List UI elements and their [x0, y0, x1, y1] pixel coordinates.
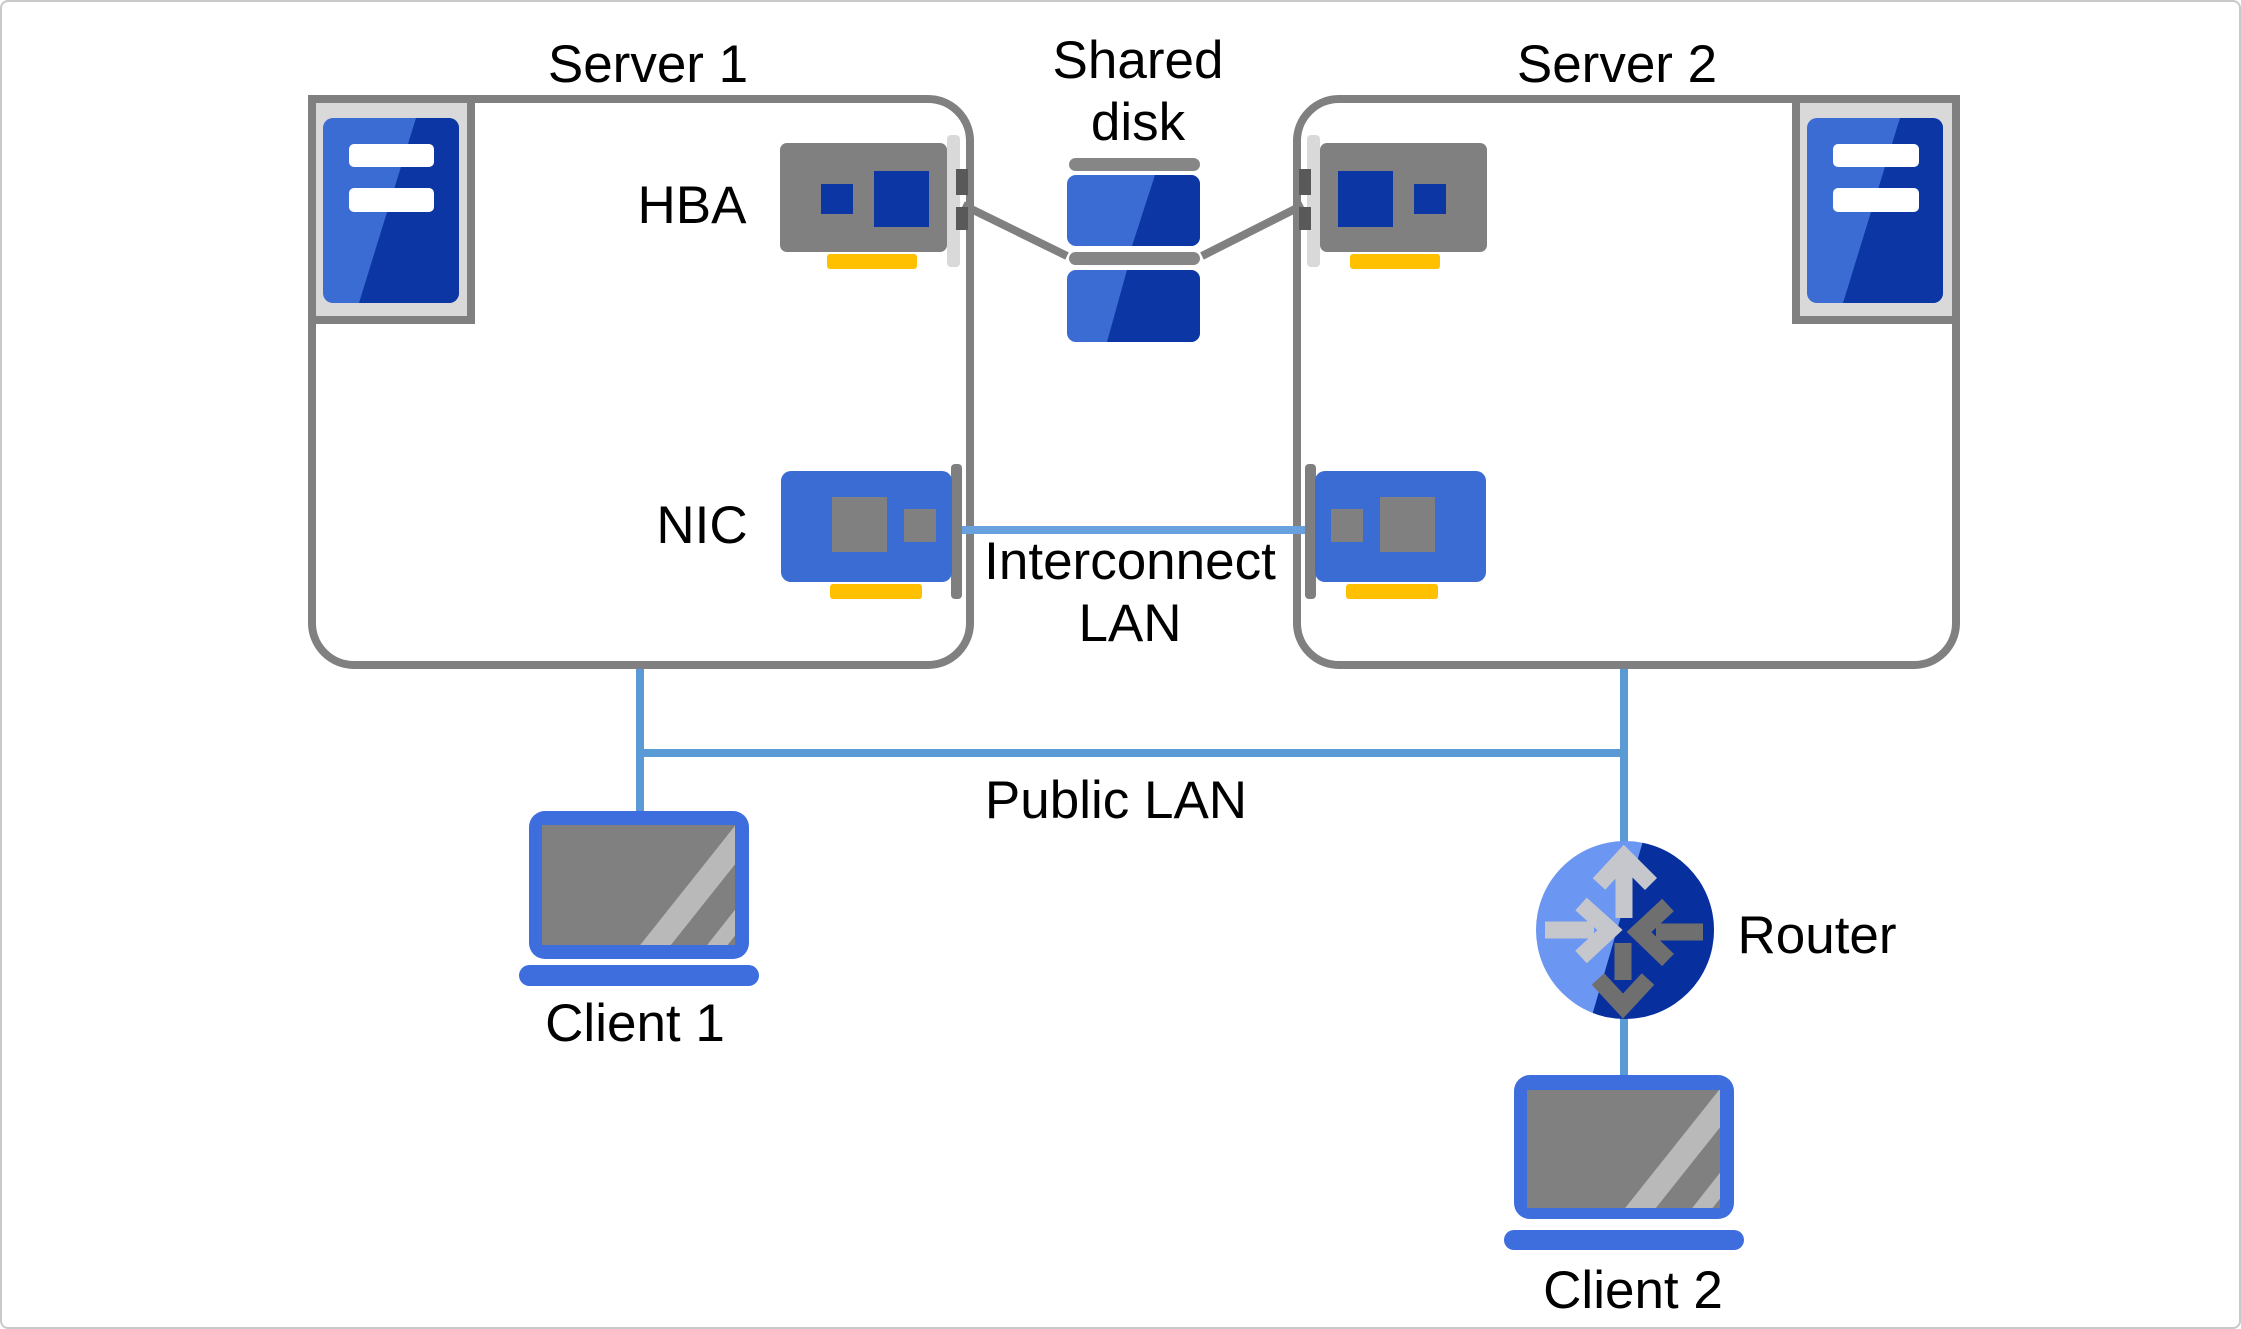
router-arrow-up [1592, 844, 1658, 918]
nic-label: NIC [656, 496, 748, 555]
client2-screen-glare [1625, 1090, 1720, 1208]
hba1-to-disk-link [961, 201, 1069, 260]
public-lan-lines [636, 666, 1628, 1078]
nic1-chip-small [904, 509, 936, 542]
hba1-bracket [947, 135, 960, 267]
nic1-edge-connector [830, 584, 922, 599]
shared-disk-icon [1067, 158, 1200, 342]
server2-tower-slot2 [1833, 188, 1919, 212]
hba2-pin-top [1299, 169, 1311, 195]
hba1-chip-small [821, 184, 853, 214]
server1-label: Server 1 [547, 35, 749, 94]
shared-disk-label: Shared disk [1053, 30, 1224, 154]
hba2-bracket [1307, 135, 1320, 267]
router-icon [1536, 841, 1714, 1019]
server2-label: Server 2 [1516, 35, 1718, 94]
disk1-shade [1132, 175, 1200, 246]
server1-nic-card-icon [781, 464, 962, 599]
hba1-edge-connector [827, 254, 917, 269]
hba2-to-disk-link [1200, 201, 1305, 260]
hba2-edge-connector [1350, 254, 1440, 269]
client1-screen-glare [640, 825, 735, 945]
interconnect-lan-label-line2: LAN [1078, 594, 1182, 653]
hba2-chip-small [1414, 184, 1446, 214]
server1-tower-slot2 [349, 188, 434, 212]
disk2-shade [1107, 270, 1200, 342]
client1-laptop-icon [519, 811, 759, 986]
client1-label: Client 1 [545, 994, 725, 1053]
shared-disk-label-line2: disk [1090, 93, 1186, 152]
router-arrow-down [1591, 943, 1655, 1019]
nic2-bracket [1305, 464, 1316, 599]
server2-hba-card-icon [1299, 135, 1487, 269]
server2-nic-card-icon [1305, 464, 1486, 599]
interconnect-lan-label-line1: Interconnect [984, 532, 1276, 591]
router-arrow-right-in [1545, 897, 1623, 964]
router-arrow-left-in [1626, 898, 1703, 967]
nic1-bracket [951, 464, 962, 599]
public-lan-label: Public LAN [984, 771, 1248, 830]
client1-base [519, 965, 759, 986]
nic2-edge-connector [1346, 584, 1438, 599]
server1-tower-icon [308, 95, 475, 324]
hba2-pin-bottom [1299, 207, 1311, 230]
server2-tower-icon [1792, 95, 1960, 324]
server1-tower-slot1 [349, 144, 434, 167]
client2-laptop-icon [1504, 1075, 1744, 1250]
hba1-pin-bottom [956, 207, 968, 230]
client2-label: Client 2 [1543, 1261, 1723, 1320]
hba2-chip-large [1338, 171, 1393, 227]
disk-top-bar [1069, 158, 1200, 171]
shared-disk-label-line1: Shared [1052, 31, 1224, 90]
router-label: Router [1737, 906, 1897, 965]
server1-hba-card-icon [780, 135, 968, 269]
nic2-chip-small [1331, 509, 1363, 542]
server2-tower-slot1 [1833, 144, 1919, 167]
client2-base [1504, 1230, 1744, 1250]
hba-label: HBA [637, 176, 747, 235]
hba1-chip-large [874, 171, 929, 227]
disk-middle-bar [1069, 252, 1200, 265]
nic2-chip-large [1380, 497, 1435, 552]
nic1-chip-large [832, 497, 887, 552]
interconnect-lan-label: Interconnect LAN [984, 531, 1276, 655]
hba1-pin-top [956, 169, 968, 195]
